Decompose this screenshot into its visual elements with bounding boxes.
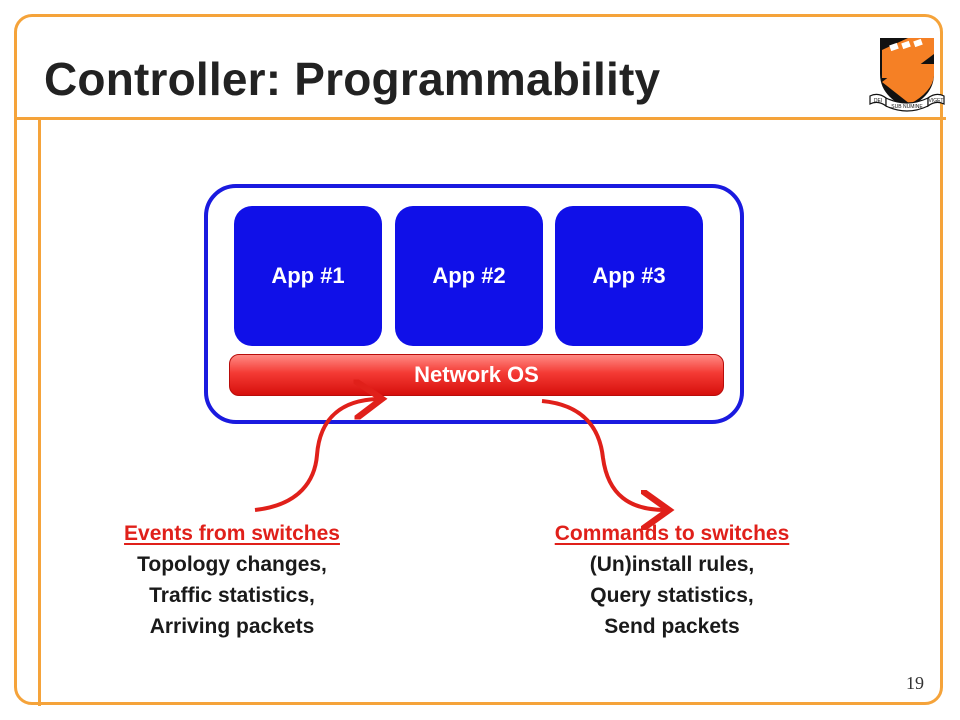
app-box-3: App #3: [555, 206, 703, 346]
commands-arrow: [541, 399, 665, 510]
left-divider: [38, 118, 41, 706]
network-os-label: Network OS: [414, 362, 539, 387]
events-arrow: [254, 399, 378, 512]
app-box-1: App #1: [234, 206, 382, 346]
title-divider: [14, 117, 946, 120]
commands-line-1: (Un)install rules,: [589, 553, 755, 576]
commands-line-3: Send packets: [604, 615, 740, 638]
controller-box: [204, 184, 744, 424]
commands-text-block: Commands to switches (Un)install rules, …: [502, 518, 842, 642]
princeton-shield-icon: DEI SUB NUMINE VIGET: [869, 38, 945, 112]
app-box-2: App #2: [395, 206, 543, 346]
app-label-3: App #3: [592, 263, 666, 288]
events-heading: Events from switches: [124, 522, 340, 545]
events-line-3: Arriving packets: [149, 615, 315, 638]
logo-banner-center: SUB NUMINE: [891, 104, 923, 110]
slide-frame: [14, 14, 943, 705]
commands-line-2: Query statistics,: [590, 584, 754, 607]
logo-banner-right: VIGET: [928, 98, 943, 104]
commands-heading: Commands to switches: [554, 522, 790, 545]
events-text-block: Events from switches Topology changes, T…: [62, 518, 402, 642]
logo-banner-left: DEI: [874, 98, 882, 104]
events-line-2: Traffic statistics,: [149, 584, 315, 607]
slide-title: Controller: Programmability: [44, 53, 661, 105]
page-number: 19: [906, 673, 924, 693]
app-label-2: App #2: [432, 263, 506, 288]
events-line-1: Topology changes,: [137, 553, 327, 576]
app-label-1: App #1: [271, 263, 345, 288]
network-os-bar: Network OS: [229, 354, 724, 396]
